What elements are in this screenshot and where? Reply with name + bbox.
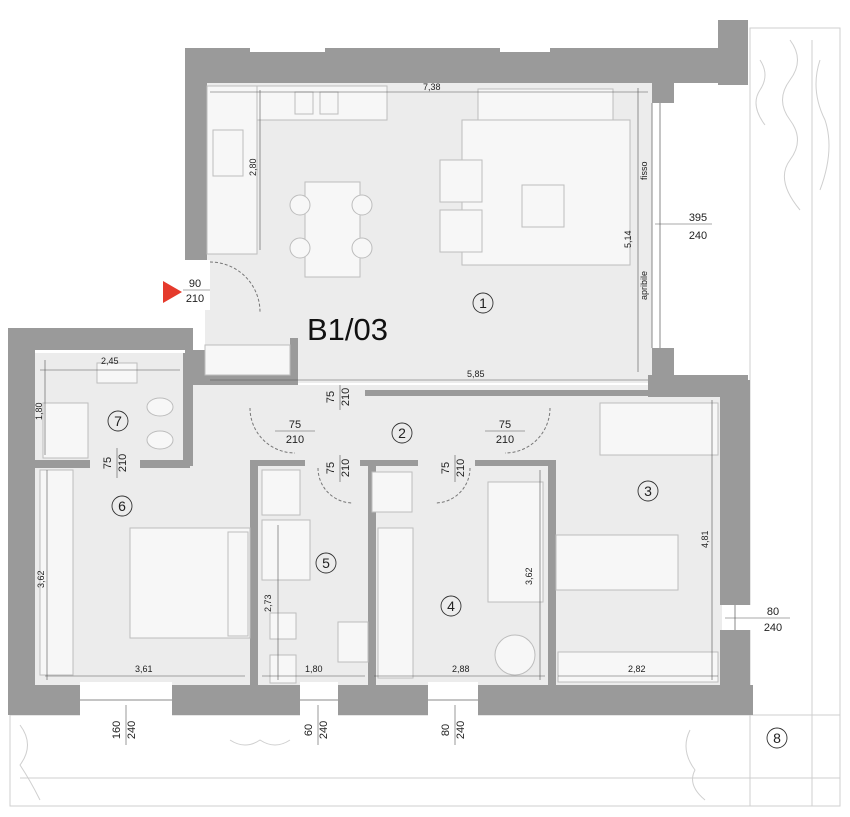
room3-window-h: 240: [764, 622, 782, 634]
room6-window-h: 240: [126, 721, 138, 739]
plant-decoration: [19, 39, 830, 801]
room-number-1: 1: [479, 295, 487, 311]
room-number-3: 3: [644, 483, 652, 499]
dim-room3-depth: 4,81: [700, 530, 710, 548]
room4-door-w: 75: [440, 462, 452, 474]
hall-door-w: 75: [325, 391, 337, 403]
room3-window-w: 80: [767, 606, 779, 618]
glazing-opening-label: apribile: [639, 271, 649, 300]
window-frames: [80, 103, 736, 701]
room-number-8: 8: [773, 730, 781, 746]
single-bed: [555, 534, 679, 591]
bath5-door-w: 75: [325, 462, 337, 474]
dim-living-width: 7,38: [423, 82, 441, 92]
dim-room6-width: 3,61: [135, 664, 153, 674]
room6-window-w: 160: [111, 721, 123, 739]
entry-door-h: 210: [186, 293, 204, 305]
dim-living-bottom: 5,85: [467, 369, 485, 379]
hall-door-h: 210: [340, 388, 352, 406]
glazing-fixed-label: fisso: [639, 161, 649, 180]
door-swings: [209, 261, 551, 504]
dim-room4-width: 2,88: [452, 664, 470, 674]
dim-bath5-depth: 2,73: [263, 594, 273, 612]
dim-room3-width: 2,82: [628, 664, 646, 674]
dim-living-height: 5,14: [623, 230, 633, 248]
room-number-4: 4: [447, 598, 455, 614]
dimension-lines: [40, 88, 790, 745]
dim-room6-depth: 3,62: [36, 570, 46, 588]
entry-marker-icon: [163, 281, 182, 303]
unit-label: B1/03: [307, 312, 388, 347]
dim-bath7-width: 2,45: [101, 356, 119, 366]
room4-window-w: 80: [440, 724, 452, 736]
room-number-6: 6: [118, 498, 126, 514]
bath5-door-h: 210: [340, 459, 352, 477]
dining-table: [304, 181, 361, 278]
dim-room4-depth: 3,62: [524, 567, 534, 585]
living-window-w: 395: [689, 212, 707, 224]
bath5-window-h: 240: [318, 721, 330, 739]
entry-door-w: 90: [189, 278, 201, 290]
dim-bath5-width: 1,80: [305, 664, 323, 674]
room-number-7: 7: [114, 413, 122, 429]
room3-door-w: 75: [499, 419, 511, 431]
room-number-2: 2: [398, 425, 406, 441]
room3-door-h: 210: [496, 434, 514, 446]
room6-door-top-w: 75: [289, 419, 301, 431]
bath7-door-h: 210: [117, 454, 129, 472]
room4-door-h: 210: [455, 459, 467, 477]
room4-window-h: 240: [455, 721, 467, 739]
dim-kitchen-depth: 2,80: [248, 158, 258, 176]
room-markers: [107, 292, 788, 749]
room-number-5: 5: [322, 555, 330, 571]
room6-door-top-h: 210: [286, 434, 304, 446]
living-window-h: 240: [689, 230, 707, 242]
bath7-door-w: 75: [102, 457, 114, 469]
furniture: [39, 85, 719, 684]
bath5-window-w: 60: [303, 724, 315, 736]
dim-bath7-depth: 1,80: [34, 402, 44, 420]
